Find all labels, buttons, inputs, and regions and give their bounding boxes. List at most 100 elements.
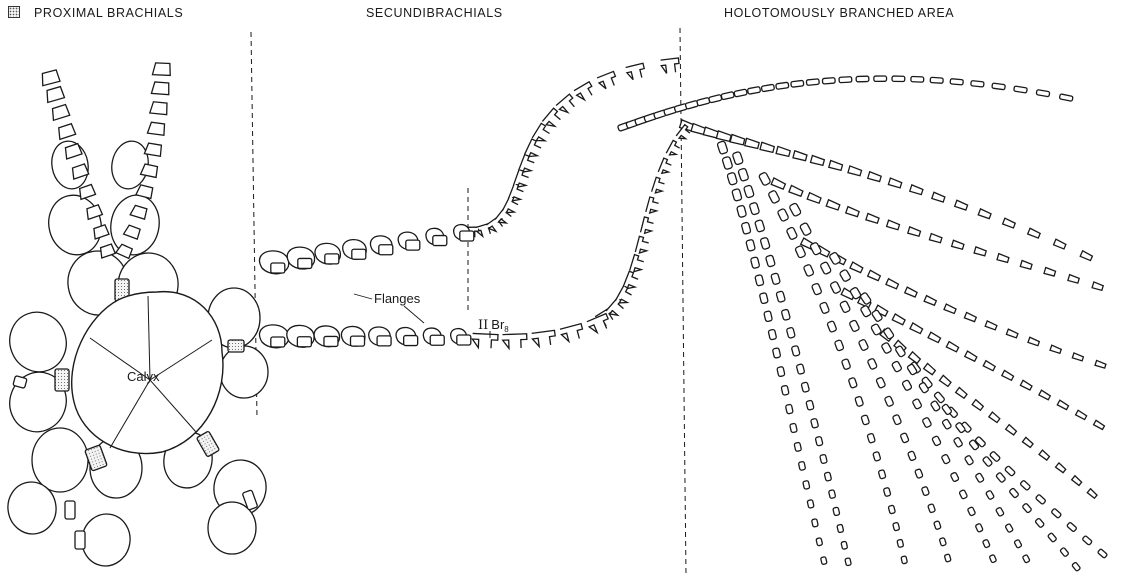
secundibrachial (532, 330, 557, 347)
flanges-label: Flanges (374, 291, 421, 306)
arm-segment (924, 296, 937, 306)
arm-segment (741, 222, 751, 234)
brachial-ossicle (457, 335, 471, 345)
calyx-label: Calyx (127, 369, 160, 384)
arm-segment (1006, 329, 1018, 338)
arm-segment (1082, 535, 1092, 545)
arm-segment (1022, 554, 1030, 563)
arm-segment (905, 287, 918, 297)
arm-segment (839, 77, 852, 83)
arm-segment (811, 156, 825, 166)
arm-segment (942, 419, 952, 430)
arm-segment (939, 538, 946, 547)
arm-segment (888, 178, 902, 188)
brachial-ossicle (433, 236, 447, 246)
arm-segment (807, 193, 821, 204)
arm-segment (891, 361, 902, 373)
brachial-ossicle (271, 263, 285, 273)
arm-segment (964, 455, 973, 465)
arm-segment (967, 507, 975, 516)
arm-segment (932, 436, 942, 447)
arm-segment (941, 454, 950, 464)
arm-segment (932, 192, 945, 202)
arm-segment (734, 89, 747, 97)
secundibrachial (661, 58, 680, 74)
arm-segment (1022, 437, 1033, 447)
arm-segment (868, 172, 882, 182)
arm-segment (1060, 547, 1069, 557)
arm-segment (876, 377, 886, 388)
arm-segment (860, 305, 872, 318)
arm-segment (1020, 380, 1032, 390)
arm-segment (996, 507, 1005, 517)
arm-segment (975, 523, 983, 532)
arm-segment (747, 87, 760, 95)
arm-segment (892, 314, 905, 325)
arm-segment (908, 227, 921, 237)
arm-segment (900, 433, 909, 444)
arm-segment (955, 200, 968, 210)
proximal-lobe (220, 346, 268, 398)
arm-segment (1059, 94, 1073, 101)
secundibrachial (630, 255, 645, 274)
arm-segment (834, 340, 844, 352)
arm-segment (799, 222, 811, 236)
arm-segment (760, 142, 775, 152)
arm-segment (929, 234, 942, 243)
arm-segment (837, 524, 844, 533)
arm-segment (732, 151, 743, 165)
arm-segment (746, 239, 756, 251)
secundibrachial (597, 71, 618, 90)
arm-segment (1067, 522, 1077, 532)
arm-segment (930, 77, 943, 83)
arm-segment (815, 436, 823, 446)
arm-segment (1036, 90, 1050, 97)
arm-segment (855, 396, 864, 407)
arm-segment (759, 293, 768, 304)
arm-segment (819, 302, 829, 314)
arm-segment (824, 472, 831, 481)
arm-segment (845, 558, 852, 566)
proximal-lobe (106, 191, 164, 258)
arm-segment (730, 135, 745, 146)
brachial-ossicle (298, 258, 312, 268)
arm-segment (974, 247, 986, 256)
arm-segment (897, 539, 904, 547)
arm-segment (765, 255, 775, 267)
arm-segment (883, 487, 891, 496)
arm-segment (768, 329, 777, 340)
arm-segment (833, 507, 840, 516)
arm-segment (934, 521, 942, 530)
arm-segment (874, 76, 887, 81)
arm-segment (868, 270, 881, 281)
arm-segment (776, 291, 785, 303)
proximal-ossicle (75, 531, 85, 549)
arm-segment (846, 207, 860, 217)
secundibrachial (626, 63, 647, 80)
secundibrachial (560, 324, 585, 343)
arm-segment (803, 264, 814, 277)
arm-segment (1068, 275, 1080, 284)
proximal-brachial (150, 102, 168, 115)
arm-segment (928, 332, 941, 343)
arm-segment (727, 172, 738, 185)
arm-segment (922, 417, 932, 428)
arm-segment (816, 538, 823, 546)
brachial-ossicle (430, 335, 444, 345)
brachial-ossicle (377, 336, 391, 346)
arm-segment (717, 141, 728, 155)
brachial-ossicle (351, 336, 365, 346)
secundibrachial (652, 177, 666, 194)
arm-segment (867, 358, 877, 370)
arm-segment (811, 283, 822, 295)
proximal-brachial (56, 123, 75, 139)
arm-segment (878, 470, 886, 480)
arm-segment (971, 81, 984, 88)
arm-segment (790, 423, 798, 433)
secundibrachial (587, 314, 611, 335)
brachial-ossicle (404, 336, 418, 346)
secundibrachial (502, 334, 527, 349)
arm-segment (989, 451, 1000, 462)
arm-segment (939, 375, 951, 386)
